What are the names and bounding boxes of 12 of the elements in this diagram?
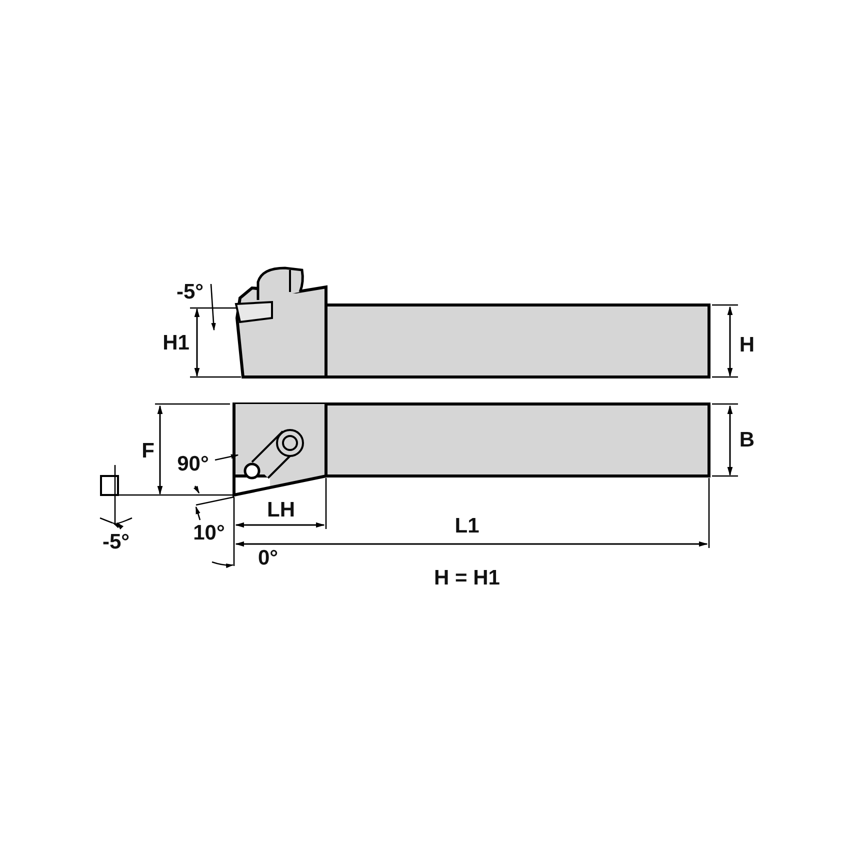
dimension-label: LH [267,500,295,520]
dimension-label: H = H1 [434,568,500,588]
dimension-label: L1 [454,516,480,536]
dimension-label: H1 [162,332,190,354]
dimension-label: 0° [258,548,278,568]
dimension-label: 90° [177,454,209,474]
dimension-label: -5° [102,532,130,552]
dimension-label: F [142,440,154,462]
dimension-label: B [739,430,755,450]
dimension-label: -5° [176,282,204,302]
dimension-label: H [739,334,755,356]
dimension-label: 10° [193,522,225,544]
